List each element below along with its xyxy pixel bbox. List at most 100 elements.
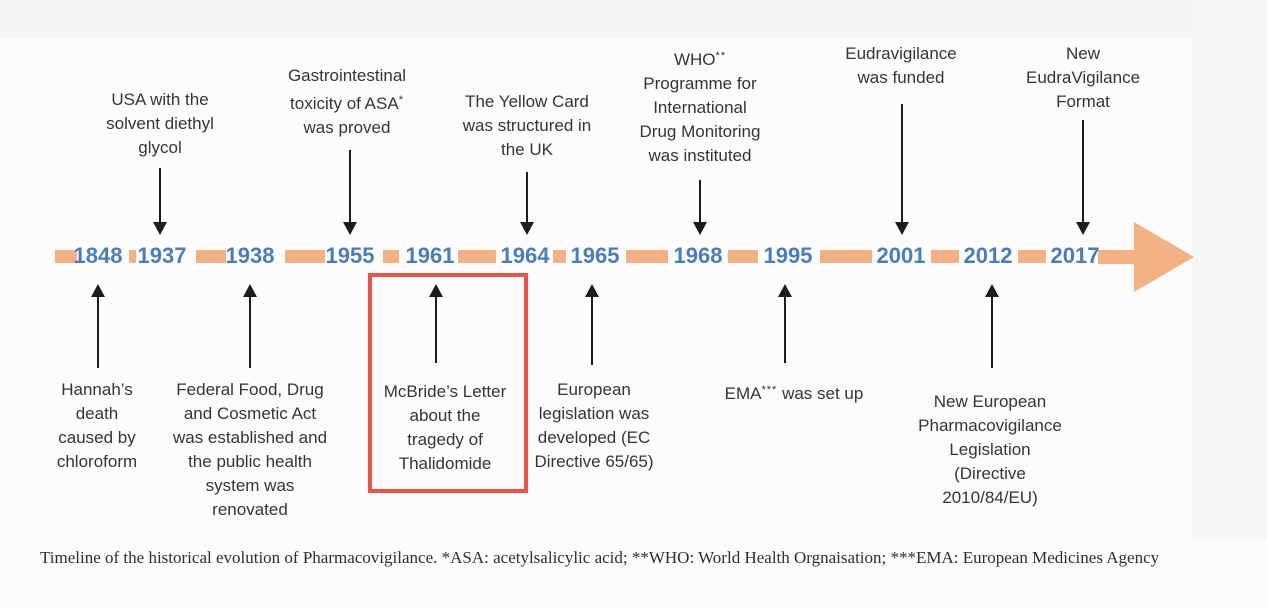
event-line: WHO** — [673, 50, 727, 69]
event-line: system was — [205, 476, 295, 495]
timeline-segment — [196, 250, 226, 263]
arrow-down-1937 — [153, 168, 167, 235]
timeline-segment — [129, 250, 136, 263]
arrowhead-up-icon — [91, 284, 105, 297]
event-line: The Yellow Card — [465, 92, 589, 111]
timeline-segment — [728, 250, 758, 263]
event-line: EMA*** was set up — [724, 384, 864, 403]
year-1961: 1961 — [405, 243, 455, 268]
event-line: about the — [409, 406, 481, 425]
event-line: was instituted — [648, 146, 752, 165]
arrowhead-up-icon — [778, 284, 792, 297]
timeline-segment — [931, 250, 959, 263]
event-line: caused by — [58, 428, 136, 447]
event-line: Drug Monitoring — [639, 122, 761, 141]
event-below-1965: European legislation was developed (EC D… — [534, 378, 653, 474]
arrowhead-up-icon — [585, 284, 599, 297]
arrow-down-2017 — [1076, 120, 1090, 235]
event-line: chloroform — [56, 452, 138, 471]
year-1937: 1937 — [137, 243, 187, 268]
event-line: tragedy of — [407, 430, 483, 449]
event-line: McBride’s Letter — [383, 382, 507, 401]
arrowhead-down-icon — [895, 222, 909, 235]
timeline-segment — [553, 250, 566, 263]
event-below-1995: EMA*** was set up — [725, 378, 864, 406]
background-band-right — [1192, 0, 1267, 540]
event-line: the public health — [188, 452, 312, 471]
arrow-up-1961 — [429, 284, 443, 363]
timeline-right-arrow-icon — [1098, 222, 1194, 292]
event-above-1968: WHO** Programme for International Drug M… — [640, 44, 761, 168]
event-line: developed (EC — [537, 428, 651, 447]
event-line: New — [1065, 44, 1101, 63]
year-1955: 1955 — [325, 243, 375, 268]
event-line: renovated — [212, 500, 288, 519]
year-2001: 2001 — [876, 243, 926, 268]
event-above-1937: USA with the solvent diethyl glycol — [106, 88, 214, 160]
arrow-up-1965 — [585, 284, 599, 365]
event-line: and Cosmetic Act — [183, 404, 317, 423]
arrow-up-1995 — [778, 284, 792, 363]
event-below-1848: Hannah’s death caused by chloroform — [57, 378, 137, 474]
event-line: Federal Food, Drug — [176, 380, 324, 399]
event-line: EudraVigilance — [1025, 68, 1141, 87]
event-line: toxicity of ASA* — [290, 94, 404, 113]
event-line: was established and — [172, 428, 328, 447]
timeline-segment — [1018, 250, 1046, 263]
event-below-1961: McBride’s Letter about the tragedy of Th… — [384, 380, 507, 476]
arrowhead-down-icon — [1076, 222, 1090, 235]
event-above-2001: Eudravigilance was funded — [845, 42, 957, 90]
timeline-segment — [626, 250, 668, 263]
arrowhead-down-icon — [520, 222, 534, 235]
event-line: was structured in — [462, 116, 592, 135]
arrow-down-2001 — [895, 104, 909, 235]
background-band-top — [0, 0, 1267, 38]
event-line: International — [653, 98, 747, 117]
event-below-1938: Federal Food, Drug and Cosmetic Act was … — [173, 378, 327, 522]
figure-caption: Timeline of the historical evolution of … — [40, 548, 1160, 567]
timeline-segment — [458, 250, 496, 263]
event-line: Directive 65/65) — [534, 452, 654, 471]
event-line: was funded — [857, 68, 945, 87]
arrowhead-up-icon — [985, 284, 999, 297]
event-line: Programme for — [643, 74, 757, 93]
highlight-box-1961 — [368, 273, 528, 493]
event-line: Eudravigilance — [845, 44, 957, 63]
arrowhead-up-icon — [243, 284, 257, 297]
event-below-2012: New European Pharmacovigilance Legislati… — [918, 390, 1062, 510]
event-line: Legislation — [949, 440, 1031, 459]
year-1964: 1964 — [500, 243, 550, 268]
event-line: (Directive — [954, 464, 1026, 483]
arrow-down-1964 — [520, 172, 534, 235]
event-above-1964: The Yellow Card was structured in the UK — [463, 90, 592, 162]
arrow-down-1955 — [343, 150, 357, 235]
event-above-1955: Gastrointestinal toxicity of ASA* was pr… — [288, 64, 406, 140]
timeline-segment — [285, 250, 325, 263]
timeline-segment — [820, 250, 872, 263]
event-line: Thalidomide — [398, 454, 492, 473]
timeline-segment — [55, 250, 77, 263]
event-line: New European — [933, 392, 1047, 411]
year-1965: 1965 — [570, 243, 620, 268]
arrowhead-down-icon — [153, 222, 167, 235]
arrow-up-2012 — [985, 284, 999, 368]
event-line: glycol — [138, 138, 182, 157]
year-2017: 2017 — [1050, 243, 1100, 268]
event-line: was proved — [303, 118, 391, 137]
year-1938: 1938 — [225, 243, 275, 268]
year-1968: 1968 — [673, 243, 723, 268]
arrowhead-down-icon — [693, 222, 707, 235]
event-line: the UK — [501, 140, 553, 159]
year-2012: 2012 — [963, 243, 1013, 268]
arrowhead-up-icon — [429, 284, 443, 297]
arrow-up-1848 — [91, 284, 105, 368]
event-line: Format — [1056, 92, 1110, 111]
superscript-asterisk: ** — [715, 50, 727, 62]
arrow-down-1968 — [693, 180, 707, 235]
event-line: Hannah’s — [61, 380, 133, 399]
event-line: death — [75, 404, 119, 423]
event-line: solvent diethyl — [106, 114, 214, 133]
superscript-asterisk: * — [398, 94, 404, 106]
superscript-asterisk: *** — [761, 384, 778, 396]
